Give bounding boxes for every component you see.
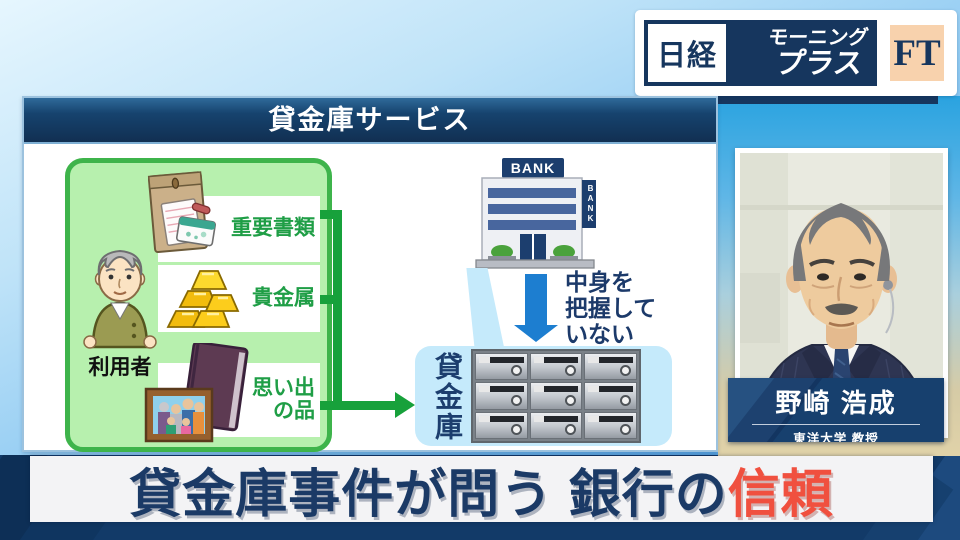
locker-cell: [529, 411, 583, 439]
memorabilia-icon: [144, 343, 249, 443]
important-documents-icon: [147, 171, 216, 254]
headline-highlight: 信頼: [727, 465, 834, 524]
gold-bars-icon: [166, 270, 240, 328]
locker-grid: [475, 353, 637, 439]
connector-stub: [320, 210, 342, 219]
backdrop-top-bar: [718, 96, 938, 104]
locker-cell: [584, 382, 637, 410]
locker-cell: [529, 382, 583, 410]
headline-banner: 貸金庫事件が問う 銀行の信頼: [30, 456, 933, 524]
nikkei-logo: 日経: [644, 20, 730, 86]
commentator-nameplate: 野崎 浩成 東洋大学 教授: [728, 378, 944, 442]
deposit-arrow-head: [395, 392, 415, 418]
connector-line: [333, 210, 342, 410]
locker-cell: [584, 353, 637, 381]
safe-deposit-box: 貸金庫: [415, 346, 672, 446]
program-name-line1: モーニング: [766, 26, 870, 49]
down-arrow-icon: [525, 274, 547, 326]
locker-cell: [584, 411, 637, 439]
locker-cell: [475, 411, 528, 439]
nameplate-divider: [752, 424, 920, 425]
bank-side-sign-label: BANK: [586, 184, 595, 224]
bank-sign-label: BANK: [510, 160, 556, 176]
item-label-memorabilia: 思い出 の品: [252, 376, 315, 422]
down-arrow-head: [514, 325, 558, 342]
item-label-documents: 重要書類: [231, 216, 315, 240]
bank-building-icon: [475, 158, 596, 269]
safe-label: 貸金庫: [432, 352, 463, 442]
commentator-title: 東洋大学 教授: [793, 432, 879, 442]
locker-cell: [529, 353, 583, 381]
locker-cell: [475, 353, 528, 381]
bank-to-safe-pointer: [466, 268, 504, 346]
note-text: 中身を 把握して いない: [565, 269, 657, 347]
locker-unit: [471, 349, 641, 443]
item-label-valuables: 貴金属: [252, 286, 315, 310]
diagram-title: 貸金庫サービス: [24, 98, 716, 144]
program-name: モーニング プラス: [730, 20, 877, 86]
connector-stub: [320, 295, 342, 304]
deposit-arrow-shaft: [333, 401, 395, 410]
locker-cell: [475, 382, 528, 410]
user-label: 利用者: [88, 356, 152, 379]
elderly-user-icon: [83, 249, 157, 349]
program-logo: 日経 モーニング プラス FT: [635, 10, 957, 96]
connector-stub: [320, 401, 342, 410]
program-name-line2: プラス: [773, 47, 865, 80]
commentator-name: 野崎 浩成: [775, 388, 897, 418]
user-items-panel: 利用者 重要書類 貴金属 思い出 の品: [65, 158, 332, 452]
headline-text: 貸金庫事件が問う 銀行の: [129, 465, 728, 524]
ft-logo: FT: [890, 25, 944, 81]
diagram-panel: 貸金庫サービス 利用者: [22, 96, 718, 452]
